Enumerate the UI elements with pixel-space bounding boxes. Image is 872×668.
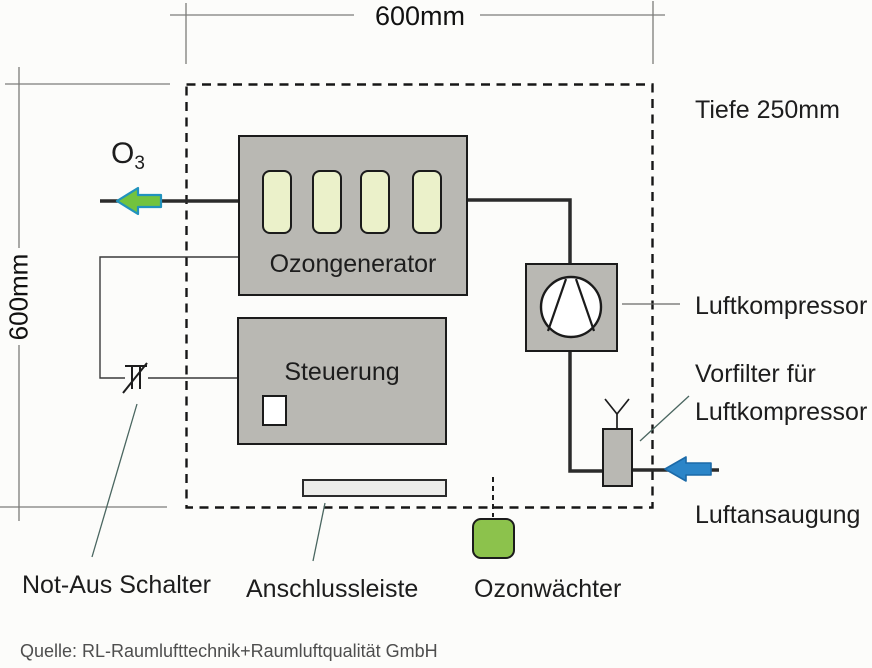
control-unit-label: Steuerung bbox=[284, 358, 400, 386]
generator-tube-icon bbox=[312, 170, 342, 234]
source-caption: Quelle: RL-Raumlufttechnik+Raumluftquali… bbox=[20, 641, 438, 661]
filter-antenna-icon bbox=[604, 398, 630, 428]
control-display-icon bbox=[262, 395, 287, 426]
prefilter-label-line2: Luftkompressor bbox=[695, 398, 868, 426]
top-width-dimension: 600mm bbox=[374, 1, 466, 31]
ozone-output-label: O3 bbox=[111, 137, 145, 175]
generator-tube-icon bbox=[262, 170, 292, 234]
emergency-stop-leader bbox=[91, 403, 138, 558]
emergency-stop-wiring bbox=[99, 256, 238, 379]
ozone-symbol: O bbox=[111, 137, 135, 170]
generator-tube-icon bbox=[360, 170, 390, 234]
emergency-stop-label: Not-Aus Schalter bbox=[22, 571, 211, 599]
compressor-label: Luftkompressor bbox=[695, 292, 868, 320]
ozone-monitor-label: Ozonwächter bbox=[474, 575, 622, 603]
ozone-generator-label: Ozongenerator bbox=[269, 250, 437, 278]
air-compressor-box bbox=[525, 263, 618, 352]
terminal-strip-leader bbox=[312, 502, 326, 562]
prefilter-leader bbox=[639, 395, 690, 442]
air-intake-label: Luftansaugung bbox=[695, 501, 861, 529]
prefilter-label-line1: Vorfilter für bbox=[695, 360, 816, 388]
terminal-strip-label: Anschlussleiste bbox=[246, 575, 419, 603]
terminal-strip-bar bbox=[302, 479, 447, 497]
ozone-subscript: 3 bbox=[134, 153, 145, 174]
ozone-outlet-arrow-icon bbox=[115, 186, 163, 216]
ozone-monitor-icon bbox=[472, 518, 515, 559]
generator-to-compressor-pipe bbox=[468, 198, 572, 263]
depth-label: Tiefe 250mm bbox=[695, 96, 840, 124]
left-height-dimension: 600mm bbox=[3, 253, 34, 341]
compressor-to-filter-pipe bbox=[568, 352, 602, 473]
emergency-stop-switch-icon bbox=[122, 362, 148, 394]
prefilter-box bbox=[602, 428, 633, 487]
air-intake-arrow-icon bbox=[664, 456, 712, 482]
generator-tube-icon bbox=[412, 170, 442, 234]
